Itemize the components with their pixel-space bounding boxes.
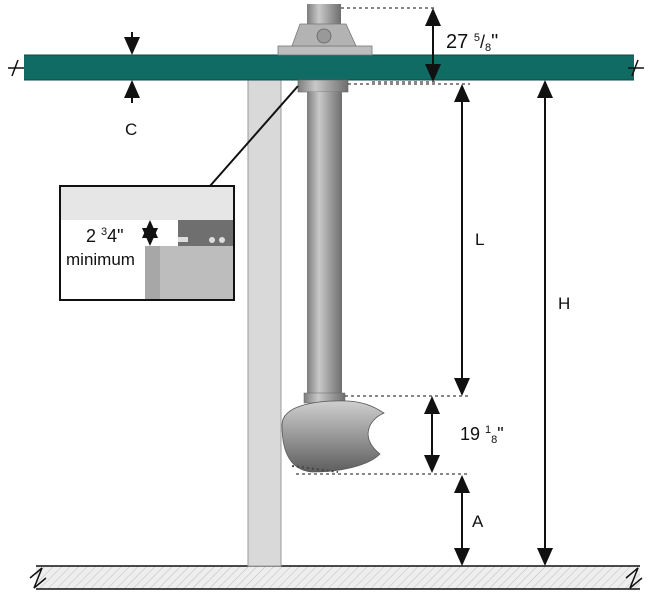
inset-leader-line — [209, 85, 299, 187]
a-label: A — [472, 512, 484, 531]
top-dim-whole: 27 — [446, 31, 469, 53]
top-dim-num: 5 — [473, 32, 480, 44]
main-pipe — [307, 92, 342, 397]
inset-dimension-label: 2 34" — [86, 226, 124, 247]
top-dim-unit: " — [491, 31, 499, 53]
top-dim-den: 8 — [484, 42, 492, 54]
top-dim-slash: / — [479, 32, 485, 52]
dimension-top — [341, 7, 441, 83]
head-dim-whole: 19 — [460, 424, 481, 444]
head-dimension-label: 19 18" — [460, 424, 504, 446]
head-dim-num: 1 — [485, 424, 492, 436]
dimension-l — [345, 83, 470, 397]
detail-inset — [59, 185, 235, 301]
inset-dim-den: 4 — [107, 226, 118, 246]
fan-head — [281, 392, 385, 473]
c-label: C — [125, 120, 138, 139]
ceiling-slab — [8, 54, 644, 81]
support-column — [247, 79, 282, 567]
h-label: H — [558, 294, 571, 313]
floor-slab — [29, 565, 643, 590]
break-line-icon — [29, 567, 47, 589]
dimension-head — [296, 396, 470, 475]
break-line-icon — [8, 59, 24, 77]
head-dim-unit: " — [497, 424, 504, 444]
break-line-icon — [625, 567, 643, 589]
inset-dim-num: 3 — [101, 226, 108, 238]
break-line-icon — [628, 59, 644, 77]
top-dimension-label: 27 5/8" — [446, 31, 498, 54]
l-label: L — [475, 230, 485, 249]
inset-dim-whole: 2 — [86, 226, 97, 246]
pipe-collar — [297, 79, 349, 93]
inset-dim-unit: " — [117, 226, 124, 246]
inset-note: minimum — [66, 250, 135, 269]
head-dim-den: 8 — [491, 434, 498, 446]
junction-box — [277, 23, 373, 56]
